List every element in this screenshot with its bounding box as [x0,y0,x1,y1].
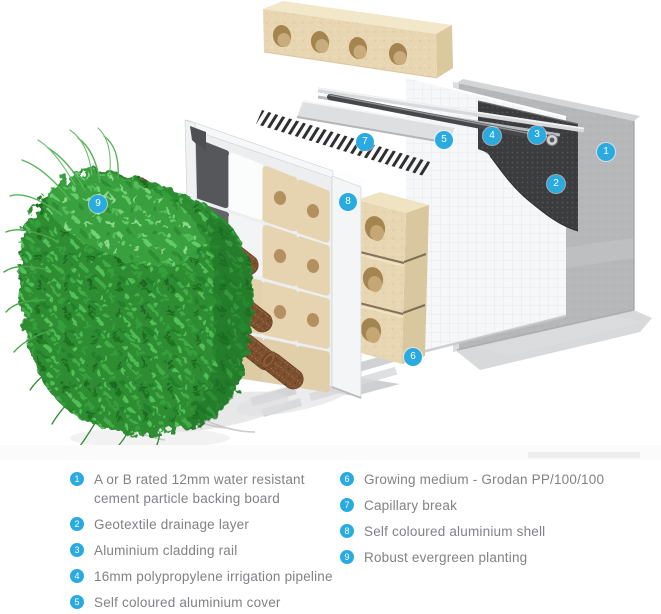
legend-badge-1: 1 [70,472,84,486]
legend-label-1: A or B rated 12mm water resistant cement… [94,472,305,506]
callout-6: 6 [404,348,422,366]
legend-label-7: Capillary break [364,498,458,513]
diagram-canvas [0,1,661,460]
aluminium-shell-frame [184,119,369,399]
legend-badge-5: 5 [70,595,84,609]
capillary-break-mesh [256,110,430,176]
floor-fade [0,445,661,460]
evergreen-planting [3,127,253,457]
legend-column-left: 1 A or B rated 12mm water resistant ceme… [70,470,335,614]
legend-label-6: Growing medium - Grodan PP/100/100 [364,472,605,487]
exploded-diagram: 1 2 3 4 5 6 7 8 9 [0,1,661,460]
legend-item-2: 2 Geotextile drainage layer [70,515,335,534]
growing-medium-block-top [263,1,453,79]
legend-column-right: 6 Growing medium - Grodan PP/100/100 7 C… [340,470,640,574]
legend: 1 A or B rated 12mm water resistant ceme… [0,462,661,614]
stack-holes [360,216,386,343]
floor-smudge [528,452,640,458]
legend-label-8: Self coloured aluminium shell [364,524,546,539]
legend-item-6: 6 Growing medium - Grodan PP/100/100 [340,470,640,489]
frame-corner-cap [190,126,206,150]
callout-5: 5 [435,131,453,149]
legend-badge-8: 8 [340,524,354,538]
grass-fronds [3,127,161,457]
legend-item-1: 1 A or B rated 12mm water resistant ceme… [70,470,335,508]
callout-4: 4 [483,127,501,145]
callout-9: 9 [89,195,107,213]
callout-7: 7 [356,133,374,151]
legend-item-4: 4 16mm polypropylene irrigation pipeline [70,567,335,586]
callout-3: 3 [528,126,546,144]
legend-item-8: 8 Self coloured aluminium shell [340,522,640,541]
legend-item-3: 3 Aluminium cladding rail [70,541,335,560]
legend-label-2: Geotextile drainage layer [94,517,250,532]
legend-badge-9: 9 [340,550,354,564]
shell-end-cap [331,169,369,399]
aluminium-cover [296,100,456,144]
legend-badge-6: 6 [340,472,354,486]
irrigation-pipeline [327,94,552,142]
callout-8: 8 [339,193,357,211]
legend-badge-2: 2 [70,517,84,531]
block-holes [272,25,408,65]
legend-badge-4: 4 [70,569,84,583]
callout-2: 2 [547,175,565,193]
legend-badge-3: 3 [70,543,84,557]
legend-label-4: 16mm polypropylene irrigation pipeline [94,569,333,584]
legend-label-9: Robust evergreen planting [364,550,528,565]
legend-label-3: Aluminium cladding rail [94,543,238,558]
growing-medium-stack [353,192,429,364]
legend-item-5: 5 Self coloured aluminium cover [70,593,335,612]
legend-label-5: Self coloured aluminium cover [94,595,281,610]
callout-1: 1 [597,143,615,161]
cladding-rails-and-pipeline [296,87,585,146]
legend-badge-7: 7 [340,498,354,512]
legend-item-7: 7 Capillary break [340,496,640,515]
legend-item-9: 9 Robust evergreen planting [340,548,640,567]
